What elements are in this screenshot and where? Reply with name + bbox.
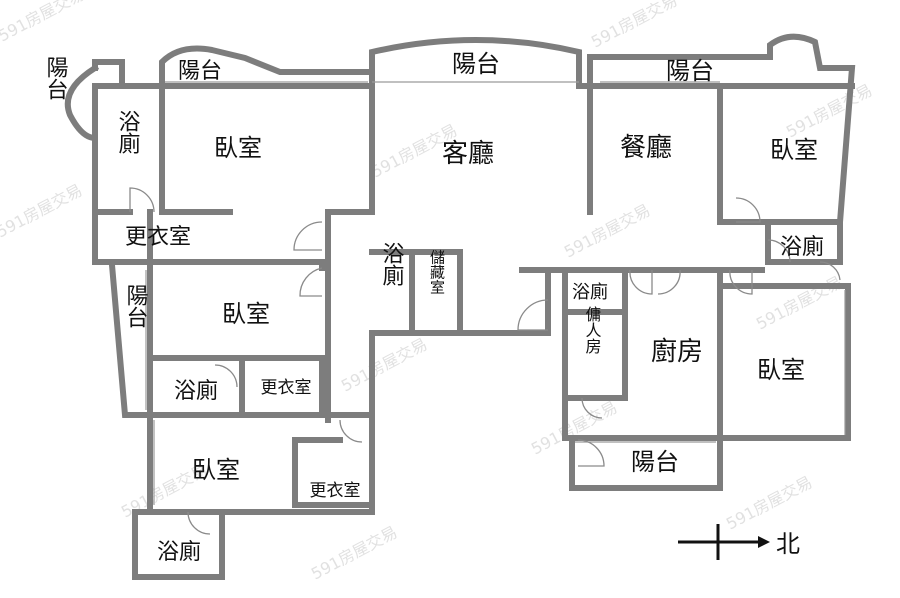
watermark: 591房屋交易 bbox=[338, 334, 430, 395]
storage-label: 儲藏室 bbox=[428, 250, 446, 295]
watermark: 591房屋交易 bbox=[0, 0, 87, 46]
bedroom-label: 臥室 bbox=[192, 456, 240, 484]
north-arrow: 北 bbox=[678, 524, 800, 560]
balcony-label: 陽台 bbox=[43, 56, 68, 100]
watermark: 591房屋交易 bbox=[753, 272, 845, 333]
bedroom-label: 臥室 bbox=[770, 136, 818, 164]
bathroom-label: 浴廁 bbox=[115, 110, 141, 154]
balcony-label: 陽台 bbox=[666, 57, 714, 85]
bathroom-label: 浴廁 bbox=[780, 235, 824, 260]
balcony-label: 陽台 bbox=[631, 448, 679, 476]
closet-label: 更衣室 bbox=[125, 225, 191, 250]
kitchen-label: 廚房 bbox=[651, 337, 703, 367]
watermark: 591房屋交易 bbox=[723, 472, 815, 533]
bathroom-label: 浴廁 bbox=[379, 242, 405, 286]
bathroom-label: 浴廁 bbox=[572, 281, 608, 303]
balcony-label: 陽台 bbox=[123, 284, 148, 328]
dining-room-label: 餐廳 bbox=[620, 133, 672, 163]
north-label: 北 bbox=[776, 530, 800, 558]
bedroom-label: 臥室 bbox=[757, 356, 805, 384]
bedroom-label: 臥室 bbox=[214, 134, 262, 162]
bathroom-label: 浴廁 bbox=[174, 379, 218, 404]
closet-label: 更衣室 bbox=[261, 378, 312, 398]
watermark: 591房屋交易 bbox=[0, 180, 85, 241]
windows bbox=[145, 81, 846, 505]
doors bbox=[129, 187, 841, 535]
balcony-label: 陽台 bbox=[178, 59, 222, 84]
watermark: 591房屋交易 bbox=[308, 522, 400, 583]
room-labels: 陽台 浴廁 臥室 陽台 客廳 陽台 餐廳 陽台 臥室 更衣室 浴廁 陽台 臥室 … bbox=[43, 50, 825, 565]
watermark: 591房屋交易 bbox=[783, 80, 875, 141]
watermark: 591房屋交易 bbox=[561, 200, 653, 261]
walls bbox=[64, 33, 856, 580]
balcony-label: 陽台 bbox=[452, 50, 500, 78]
watermark: 591房屋交易 bbox=[588, 0, 680, 52]
bedroom-label: 臥室 bbox=[222, 300, 270, 328]
servant-room-label: 傭人房 bbox=[583, 306, 602, 355]
living-room-label: 客廳 bbox=[442, 139, 494, 169]
closet-label: 更衣室 bbox=[310, 481, 361, 501]
bathroom-label: 浴廁 bbox=[157, 540, 201, 565]
